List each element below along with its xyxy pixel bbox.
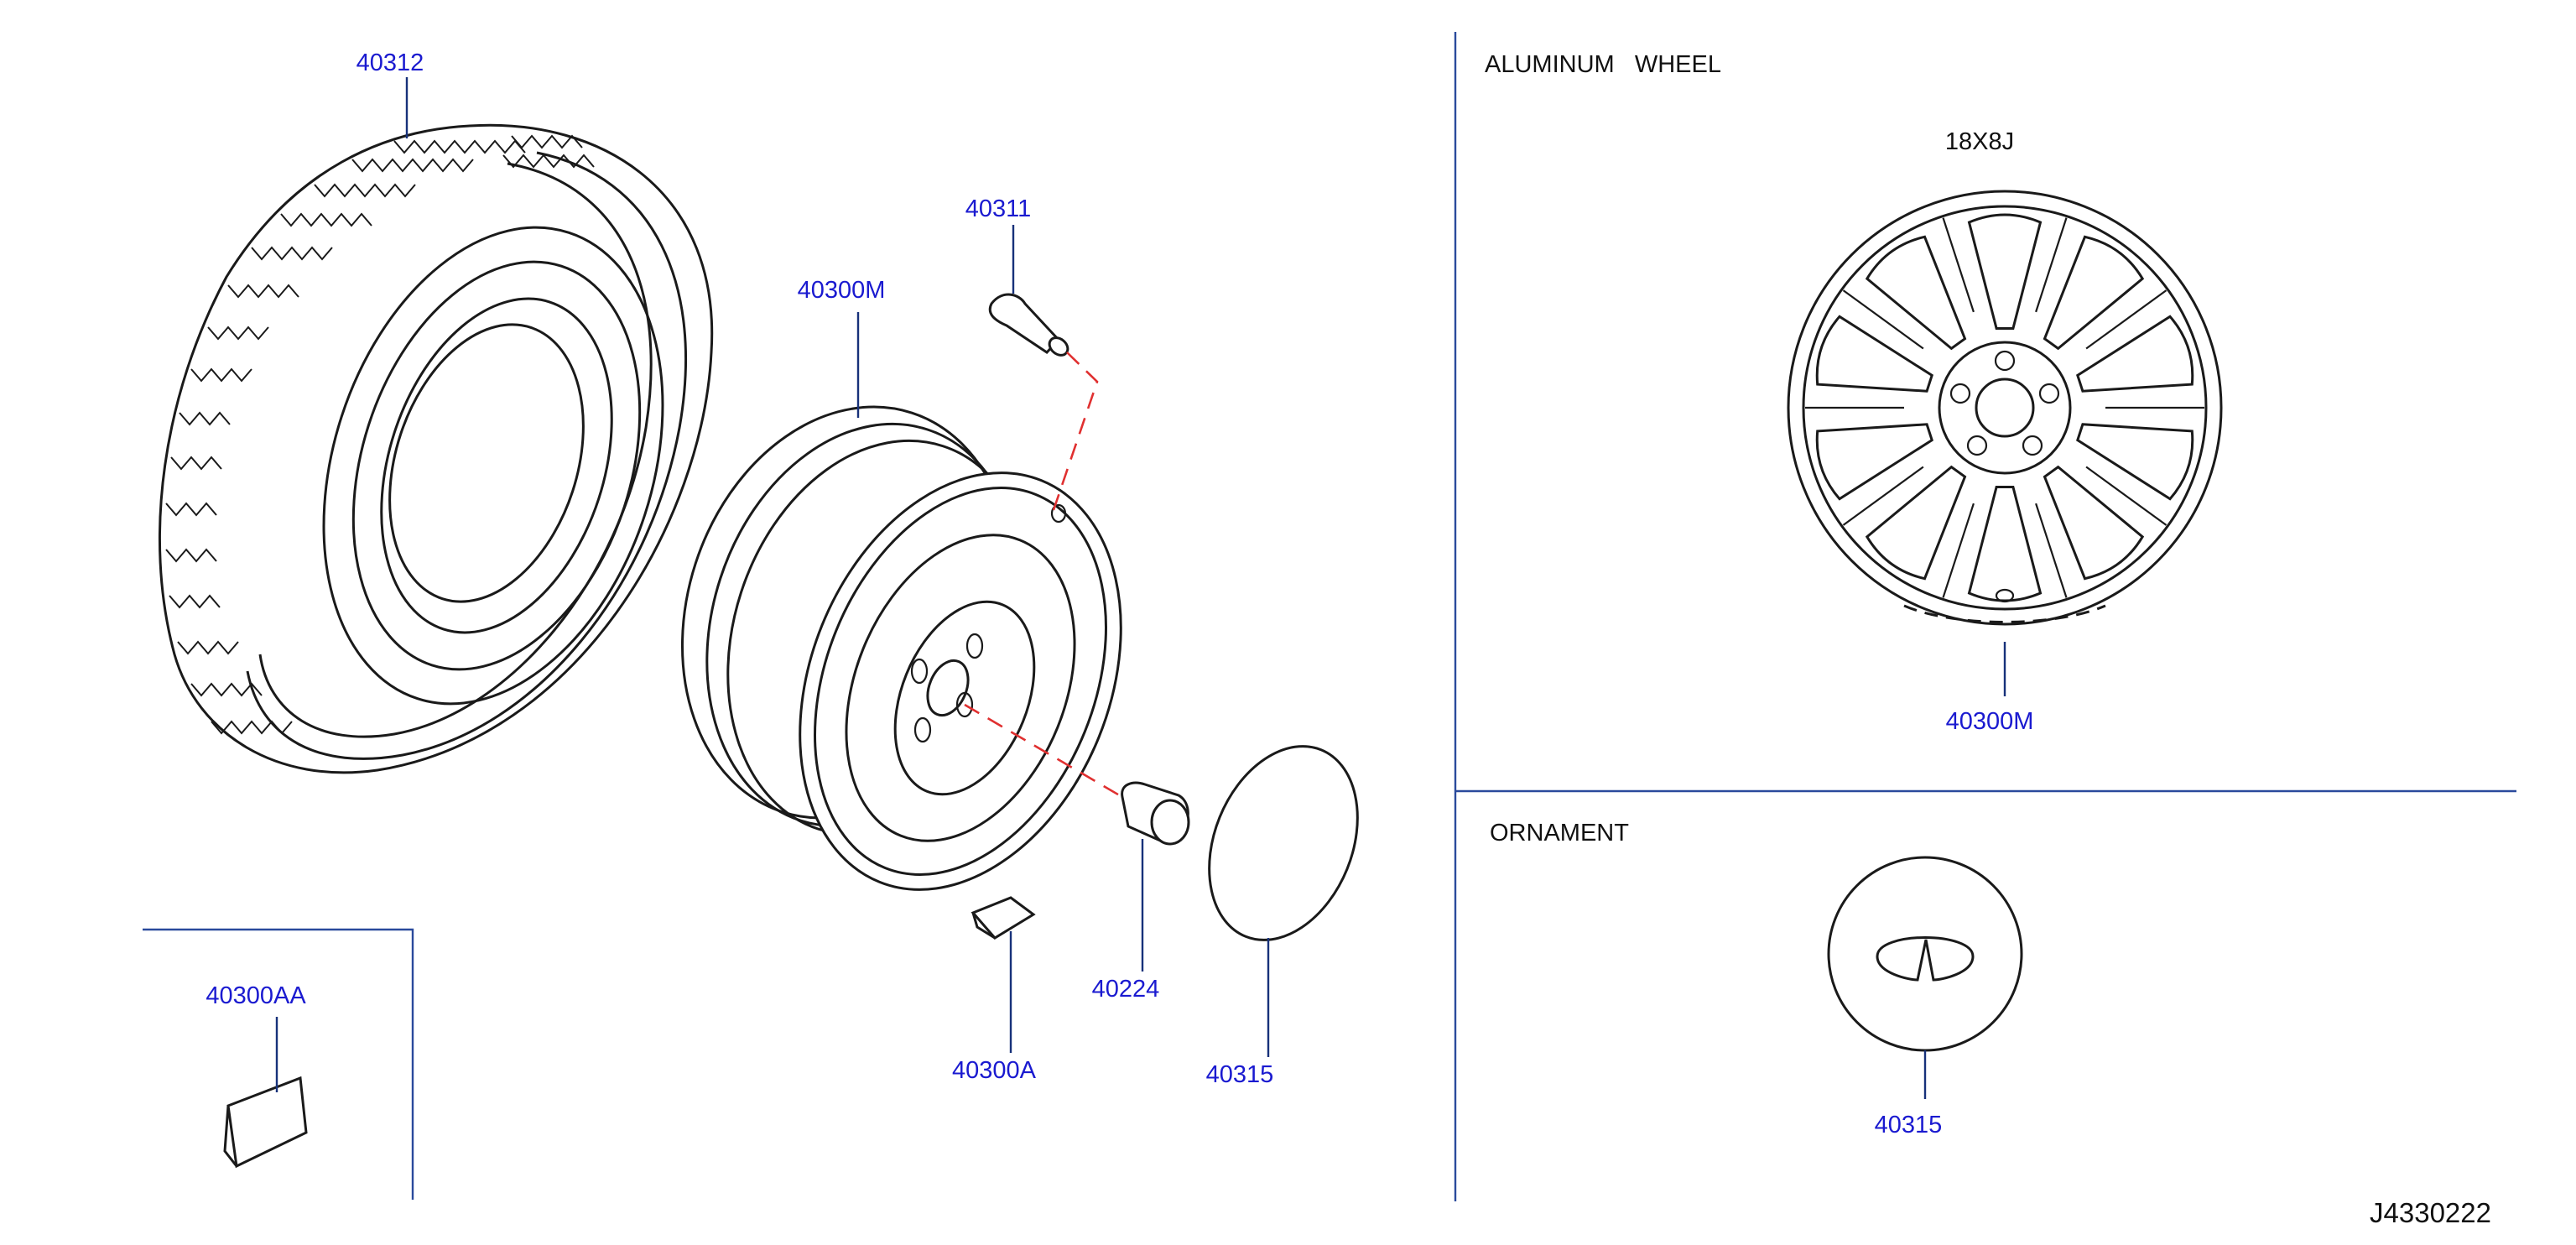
wheel-disc [845,534,1076,842]
alloy-spoke-rib [1942,217,1975,313]
alloy-lug-holes [1949,350,2060,456]
alloy-spoke-window [2043,465,2145,581]
valve-assembly-line [1052,352,1099,511]
alloy-valve-hole [1995,588,2015,603]
callout-aluminum-wheel: 40300M [1946,708,2034,735]
alloy-lug-hole [1966,435,1988,456]
wheel-bolt-hole [955,691,974,718]
ornament-heading: ORNAMENT [1490,820,1629,846]
aluminum-wheel [1787,190,2223,696]
adhesive-weight-edge [223,1105,238,1167]
wheel-cover-disc [1208,745,1359,941]
balance-weight [971,896,1036,1053]
ornament [1827,856,2023,1099]
tire-bead-outer [322,226,664,706]
alloy-spoke-rib [1942,503,1975,598]
alloy-spoke-rib [2035,217,2068,313]
wheel-nut [964,703,1190,972]
callout-ornament: 40315 [1875,1112,1943,1138]
alloy-lug-hole [1994,350,2016,372]
callout-steel-wheel: 40300M [798,277,886,304]
alloy-spoke-rib [2085,289,2167,350]
alloy-lug-hole [1949,383,1971,404]
tire-rim-seat [388,323,585,603]
valve [988,225,1099,511]
steel-wheel [680,312,1122,891]
wheel-rim-front [799,471,1122,891]
balance-weight-body [971,896,1036,940]
alloy-rim-outer [1787,190,2223,626]
alloy-spoke-rib [2085,466,2167,526]
wheel-nut-assembly-line [964,703,1123,799]
alloy-spoke-window [1967,213,2043,330]
wheel-center-bore [926,659,970,717]
balance-weight-side [971,912,996,940]
alloy-hub [1938,341,2072,475]
alloy-rim-inner [1802,205,2208,611]
tire-bead-middle [351,260,642,671]
alloy-spoke-window [1865,465,1967,581]
ornament-disc [1827,856,2023,1052]
callout-balance-weight: 40300A [952,1057,1037,1084]
wheel-nut-cap [1150,799,1190,846]
callout-adhesive-weight: 40300AA [206,982,306,1009]
alloy-spoke-window [2076,423,2194,501]
alloy-spoke-window [1815,315,1933,393]
alloy-spoke-window [1815,423,1933,501]
alloy-rim-lower-edge [1903,604,2106,623]
infiniti-logo-icon [1876,936,1975,982]
alloy-spoke-rib [2035,503,2068,598]
wheel-cover [1208,745,1359,1057]
aluminum-wheel-size: 18X8J [1945,128,2014,155]
callout-tire: 40312 [356,49,424,76]
section-dividers [143,32,2516,1201]
tire-sidewall [246,151,687,760]
alloy-spoke-window [2043,235,2145,351]
wheel-hub [893,600,1036,796]
wheel-rim-lip [814,487,1107,876]
alloy-spoke-window [2076,315,2194,393]
alloy-lug-hole [2022,435,2043,456]
tire [158,77,714,774]
diagram-reference-id: J4330222 [2370,1197,2491,1228]
adhesive-weight-body [226,1076,308,1169]
wheel-bolt-hole [913,716,932,743]
valve-base [1048,336,1069,357]
callout-wheel-nut: 40224 [1092,976,1160,1003]
aluminum-wheel-heading: ALUMINUM WHEEL [1485,51,1721,78]
wheel-valve-hole [1050,503,1067,524]
callout-valve: 40311 [965,195,1032,222]
alloy-center-bore [1975,378,2035,438]
alloy-spoke-rib [1842,289,1924,350]
inset-frame [143,928,414,1200]
adhesive-balance-weight [223,1017,308,1169]
alloy-spoke-rib [1842,466,1924,526]
tire-outer-profile [158,123,714,774]
tire-tread-pattern [165,134,595,735]
tire-bead-inner [380,297,613,634]
alloy-spoke-window [1865,235,1967,351]
alloy-lug-hole [2038,383,2060,404]
callout-wheel-cover: 40315 [1206,1061,1274,1088]
wheel-bolt-hole [910,658,929,685]
wheel-bolt-hole [965,633,984,659]
